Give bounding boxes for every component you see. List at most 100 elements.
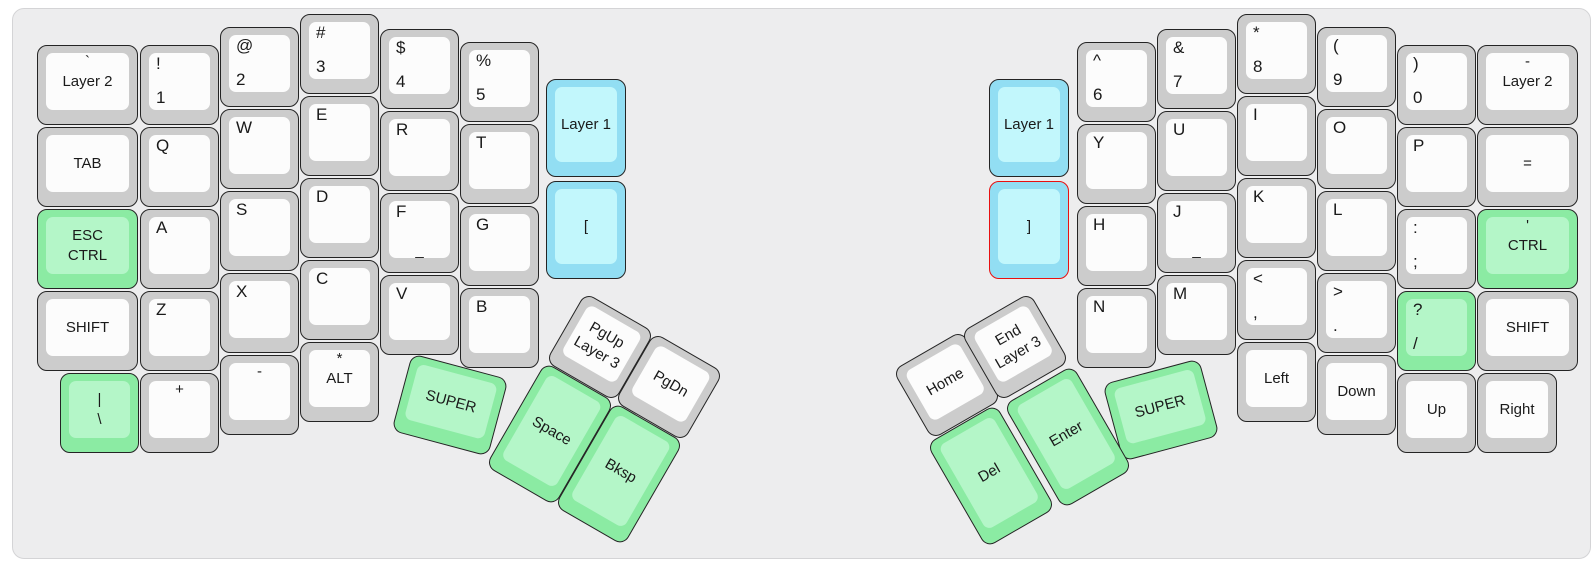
key-caret-6[interactable]: ^6	[1077, 42, 1156, 122]
key-label-tl: $	[396, 38, 406, 57]
key-label-center: ALT	[326, 369, 353, 387]
key-label-tl: O	[1333, 118, 1347, 137]
keycap-top: SUPER	[403, 363, 498, 440]
key-amp-7[interactable]: &7	[1157, 29, 1236, 109]
key-quote-ctrl[interactable]: 'CTRL	[1477, 209, 1578, 289]
key-k[interactable]: K	[1237, 178, 1316, 258]
key-rbracket[interactable]: ]	[989, 181, 1069, 279]
key-at-2[interactable]: @2	[220, 27, 299, 107]
key-label-tl: P	[1413, 136, 1425, 155]
key-g[interactable]: G	[460, 206, 539, 286]
key-l[interactable]: L	[1317, 191, 1396, 271]
key-v[interactable]: V	[380, 275, 459, 355]
key-plus[interactable]: +	[140, 373, 219, 453]
key-label-tl: T	[476, 133, 487, 152]
key-arrow-left[interactable]: Left	[1237, 342, 1316, 422]
key-label-tl: K	[1253, 187, 1265, 206]
key-d[interactable]: D	[300, 178, 379, 258]
keycap-top: >.	[1326, 281, 1387, 338]
key-layer1-right[interactable]: Layer 1	[989, 79, 1069, 177]
key-rparen-0[interactable]: )0	[1397, 45, 1476, 125]
key-label-tl: ?	[1413, 300, 1423, 319]
key-z[interactable]: Z	[140, 291, 219, 371]
key-label-tl: Y	[1093, 133, 1105, 152]
key-n[interactable]: N	[1077, 288, 1156, 368]
keycap-top: PgDn	[629, 343, 712, 425]
key-f[interactable]: F_	[380, 193, 459, 273]
key-lparen-9[interactable]: (9	[1317, 27, 1396, 107]
key-i[interactable]: I	[1237, 96, 1316, 176]
key-minus[interactable]: -	[220, 355, 299, 435]
keycap-top: Y	[1086, 132, 1147, 189]
key-colon-semicolon[interactable]: :;	[1397, 209, 1476, 289]
keycap-top: -Layer 2	[1486, 53, 1569, 110]
key-p[interactable]: P	[1397, 127, 1476, 207]
key-c[interactable]: C	[300, 260, 379, 340]
key-arrow-down[interactable]: Down	[1317, 355, 1396, 435]
key-lt-comma[interactable]: <,	[1237, 260, 1316, 340]
key-label-center: ]	[1026, 217, 1032, 235]
key-label-center: Right	[1499, 400, 1535, 418]
key-label-tl: G	[476, 215, 490, 234]
key-u[interactable]: U	[1157, 111, 1236, 191]
key-label-center: |\	[97, 391, 102, 428]
key-super-left[interactable]: SUPER	[391, 353, 509, 457]
key-q[interactable]: Q	[140, 127, 219, 207]
key-t[interactable]: T	[460, 124, 539, 204]
key-o[interactable]: O	[1317, 109, 1396, 189]
key-h[interactable]: H	[1077, 206, 1156, 286]
keycap-top: Layer 1	[998, 87, 1060, 162]
key-a[interactable]: A	[140, 209, 219, 289]
key-shift-right[interactable]: SHIFT	[1477, 291, 1578, 371]
key-s[interactable]: S	[220, 191, 299, 271]
keycap-top: Z	[149, 299, 210, 356]
key-question-slash[interactable]: ?/	[1397, 291, 1476, 371]
key-e[interactable]: E	[300, 96, 379, 176]
key-label-tl: A	[156, 218, 168, 237]
key-equals[interactable]: =	[1477, 127, 1578, 207]
key-label-bl: /	[1413, 334, 1418, 354]
key-label-bl: 6	[1093, 85, 1103, 105]
key-label-tl: V	[396, 284, 408, 303]
key-grave-layer2[interactable]: `Layer 2	[37, 45, 138, 125]
key-arrow-up[interactable]: Up	[1397, 373, 1476, 453]
keycap-top: Right	[1486, 381, 1548, 438]
key-r[interactable]: R	[380, 111, 459, 191]
key-y[interactable]: Y	[1077, 124, 1156, 204]
key-percent-5[interactable]: %5	[460, 42, 539, 122]
key-label-tl: >	[1333, 282, 1343, 301]
key-asterisk-alt[interactable]: *ALT	[300, 342, 379, 422]
key-layer1-left[interactable]: Layer 1	[546, 79, 626, 177]
key-gt-period[interactable]: >.	[1317, 273, 1396, 353]
key-lbracket[interactable]: [	[546, 181, 626, 279]
keycap-top: Down	[1326, 363, 1387, 420]
key-tab[interactable]: TAB	[37, 127, 138, 207]
keycap-top: %5	[469, 50, 530, 107]
key-pipe-backslash[interactable]: |\	[60, 373, 139, 453]
keycap-top: :;	[1406, 217, 1467, 274]
key-excl-1[interactable]: !1	[140, 45, 219, 125]
key-label-tl: J	[1173, 202, 1182, 221]
key-x[interactable]: X	[220, 273, 299, 353]
keycap-top: E	[309, 104, 370, 161]
key-label-tc: `	[85, 53, 90, 70]
key-shift-left[interactable]: SHIFT	[37, 291, 138, 371]
key-dollar-4[interactable]: $4	[380, 29, 459, 109]
keycap-top: M	[1166, 283, 1227, 340]
key-w[interactable]: W	[220, 109, 299, 189]
key-label-center: TAB	[73, 154, 102, 172]
keycap-top: [	[555, 189, 617, 264]
key-j[interactable]: J_	[1157, 193, 1236, 273]
key-b[interactable]: B	[460, 288, 539, 368]
key-dash-layer2[interactable]: -Layer 2	[1477, 45, 1578, 125]
key-label-center: PgDn	[650, 367, 692, 401]
keycap-top: Left	[1246, 350, 1307, 407]
key-label-tl: @	[236, 36, 254, 55]
keycap-top: S	[229, 199, 290, 256]
key-m[interactable]: M	[1157, 275, 1236, 355]
key-asterisk-8[interactable]: *8	[1237, 14, 1316, 94]
key-arrow-right[interactable]: Right	[1477, 373, 1557, 453]
keycap-top: !1	[149, 53, 210, 110]
key-hash-3[interactable]: #3	[300, 14, 379, 94]
